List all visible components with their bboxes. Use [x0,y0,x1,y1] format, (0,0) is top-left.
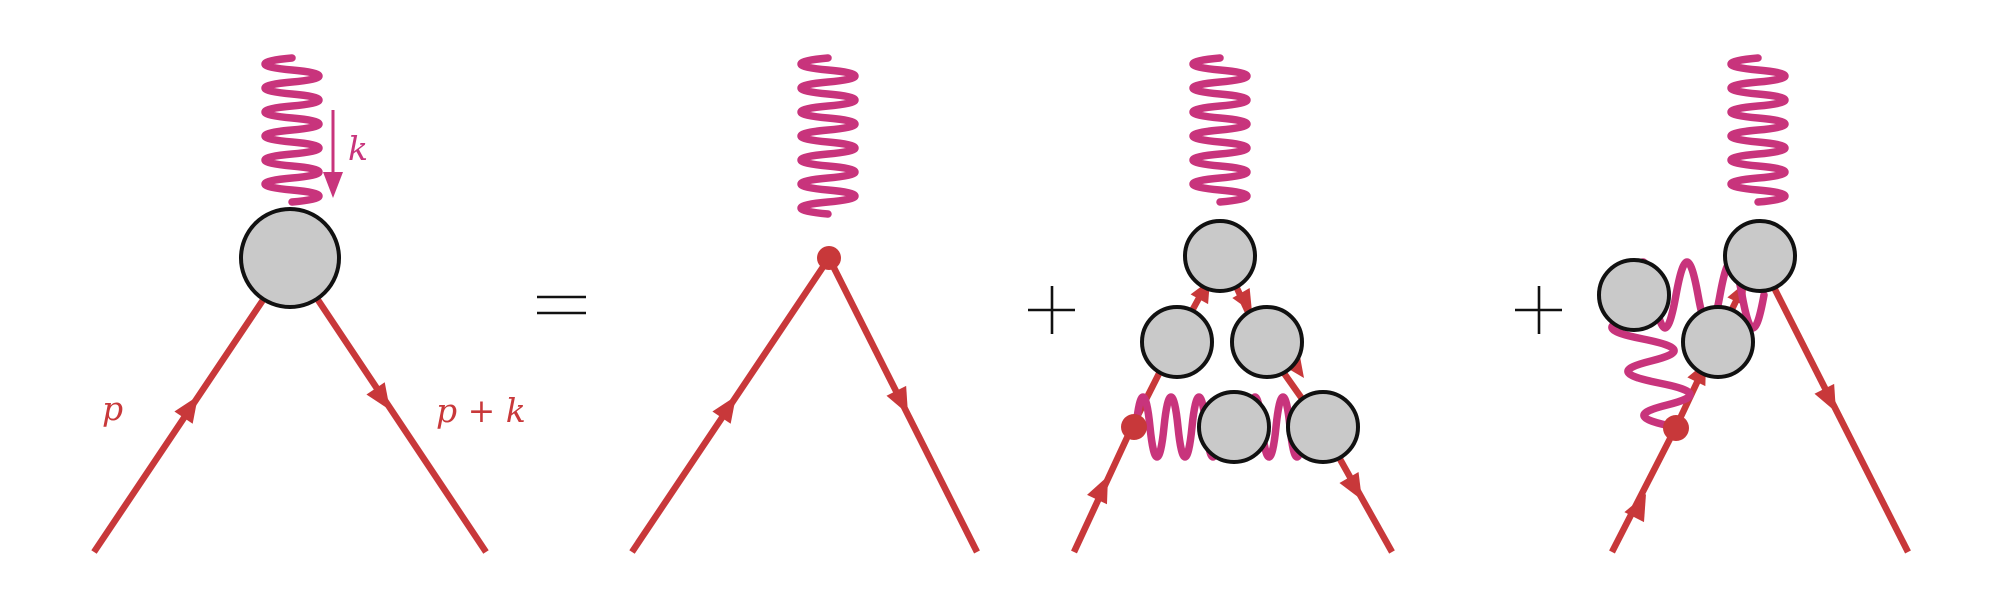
crossed-correction-diagram [1597,54,1911,554]
fermion-propagator-blob-right [1230,305,1304,379]
plus-sign-2 [1515,286,1562,334]
bare-outgoing-fermion [826,256,980,554]
correction-vertex-dot [1121,414,1147,440]
photon-momentum-label: k [348,129,368,168]
fermion-propagator-blob-left [1140,305,1214,379]
outgoing-fermion-line [313,295,489,554]
bare-vertex-photon [797,54,859,218]
correction-vertex-blob-top [1183,219,1257,293]
incoming-fermion-line [91,295,268,554]
equals-sign [537,295,586,315]
correction-vertex-blob-right [1286,390,1360,464]
full-vertex-blob [239,207,341,309]
vertex-correction-diagram [1071,54,1395,554]
external-photon [261,54,323,206]
bare-vertex-diagram [629,54,980,554]
correction-external-photon [1189,54,1251,206]
bare-incoming-fermion [629,256,832,554]
outgoing-momentum-label: p + k [436,391,526,430]
crossed-vertex-blob-left [1597,258,1671,332]
crossed-external-photon [1727,54,1789,206]
photon-momentum-arrow [323,110,343,198]
photon-propagator-blob [1197,390,1271,464]
crossed-fermion-propagator-blob [1681,305,1755,379]
crossed-vertex-dot [1663,415,1689,441]
incoming-momentum-label: p [102,389,123,428]
crossed-vertex-blob-top [1723,219,1797,293]
plus-sign-1 [1028,286,1075,334]
crossed-fermion-lines [1609,254,1911,554]
bare-vertex-dot [817,246,841,270]
full-vertex-diagram: k p p + k [91,54,526,554]
